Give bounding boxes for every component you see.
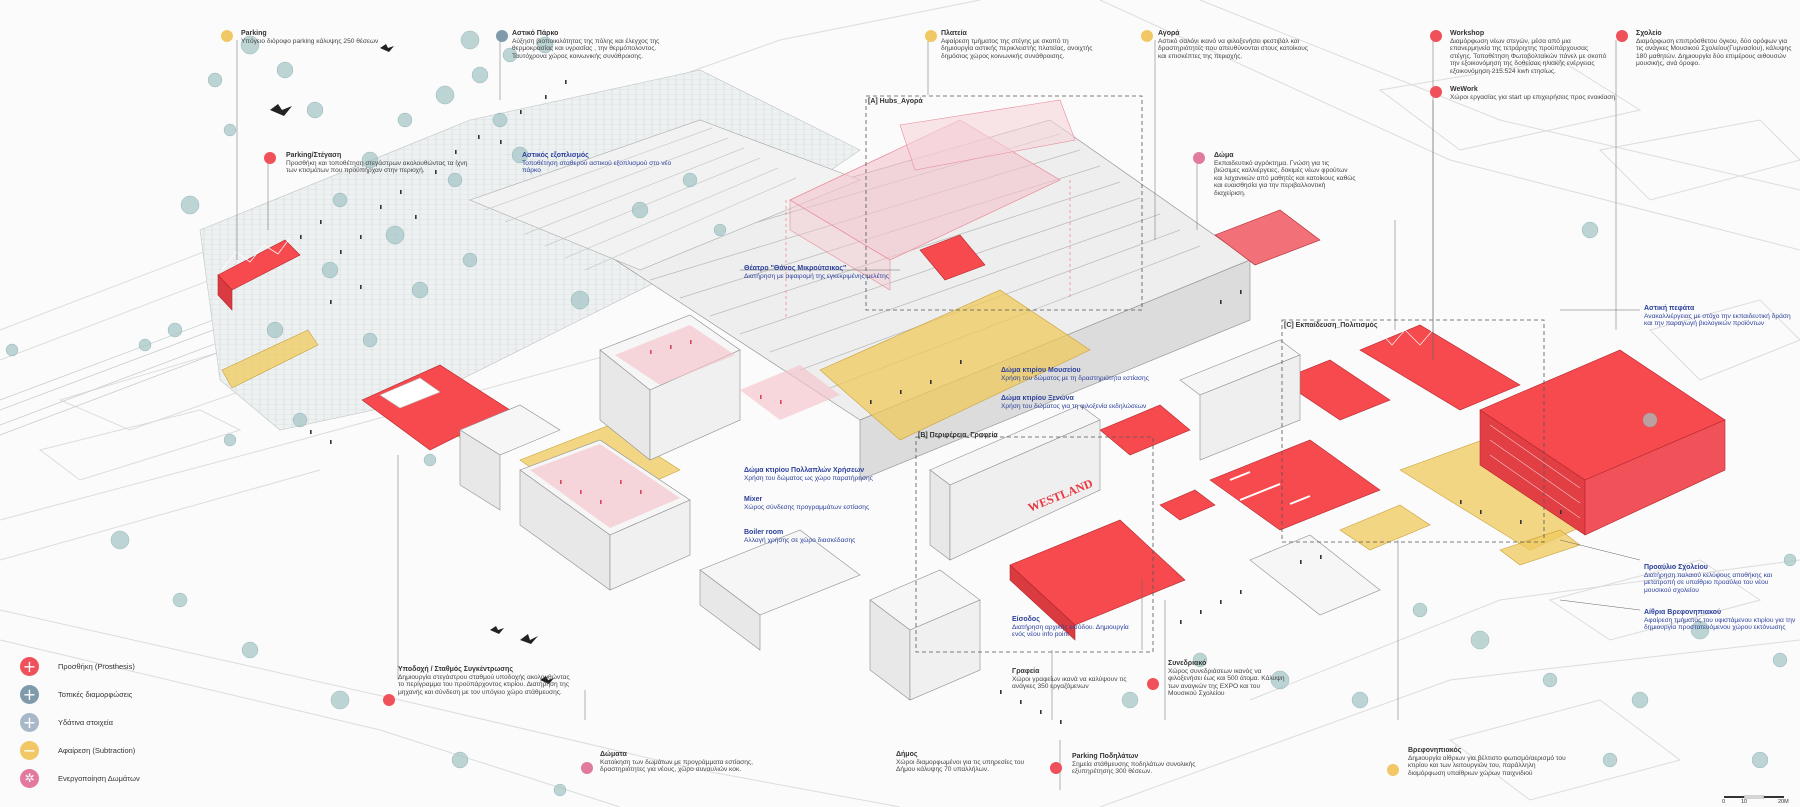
legend-label: Αφαίρεση (Subtraction)	[58, 745, 136, 755]
scale-bar	[1724, 795, 1784, 799]
zone-frames	[865, 95, 1545, 653]
legend-item-activation: ✲ Ενεργοποίηση Δωμάτων	[20, 764, 140, 792]
legend-label: Ενεργοποίηση Δωμάτων	[58, 773, 140, 783]
minus-icon: −	[20, 740, 39, 760]
legend-label: Τοπικές διαμορφώσεις	[58, 689, 133, 699]
plus-icon: +	[20, 684, 39, 704]
legend-item-subtraction: − Αφαίρεση (Subtraction)	[20, 736, 140, 764]
scale-label-20: 20M	[1778, 799, 1789, 805]
legend-item-prosthesis: + Προσθήκη (Prosthesis)	[20, 652, 140, 680]
hub-pink-canopy	[789, 99, 1076, 291]
legend-label: Υδάτινα στοιχεία	[58, 717, 113, 727]
legend-item-local: + Τοπικές διαμορφώσεις	[20, 680, 140, 708]
rooftop-activations	[530, 325, 840, 528]
annotation-markers	[221, 30, 1628, 776]
people	[300, 80, 1562, 724]
pink-dash-frames	[785, 180, 1071, 320]
plus-icon: +	[20, 712, 39, 732]
birds	[270, 44, 554, 684]
trees	[5, 30, 1797, 797]
legend: + Προσθήκη (Prosthesis) + Τοπικές διαμορ…	[20, 652, 140, 792]
gear-icon: ✲	[20, 768, 39, 788]
zone-label-b: [B] Περιφέρεια_Γραφεία	[918, 432, 998, 439]
legend-item-water: + Υδάτινα στοιχεία	[20, 708, 140, 736]
zone-label-c: [C] Εκπαίδευση_Πολιτισμός	[1284, 322, 1378, 329]
scale-label-0: 0	[1722, 799, 1726, 805]
legend-label: Προσθήκη (Prosthesis)	[58, 661, 135, 671]
zone-label-a: [A] Hubs_Αγορά	[868, 98, 923, 105]
annotation-theatre: Θέατρο "Θάνος Μικρούτσικος"Διατήρηση με …	[744, 265, 889, 280]
leader-lines	[236, 40, 1641, 790]
prosthesis-additions	[217, 209, 1726, 641]
plus-icon: +	[20, 656, 39, 676]
scale-label-10: 10	[1741, 799, 1748, 805]
factory-roofs	[469, 119, 1251, 481]
